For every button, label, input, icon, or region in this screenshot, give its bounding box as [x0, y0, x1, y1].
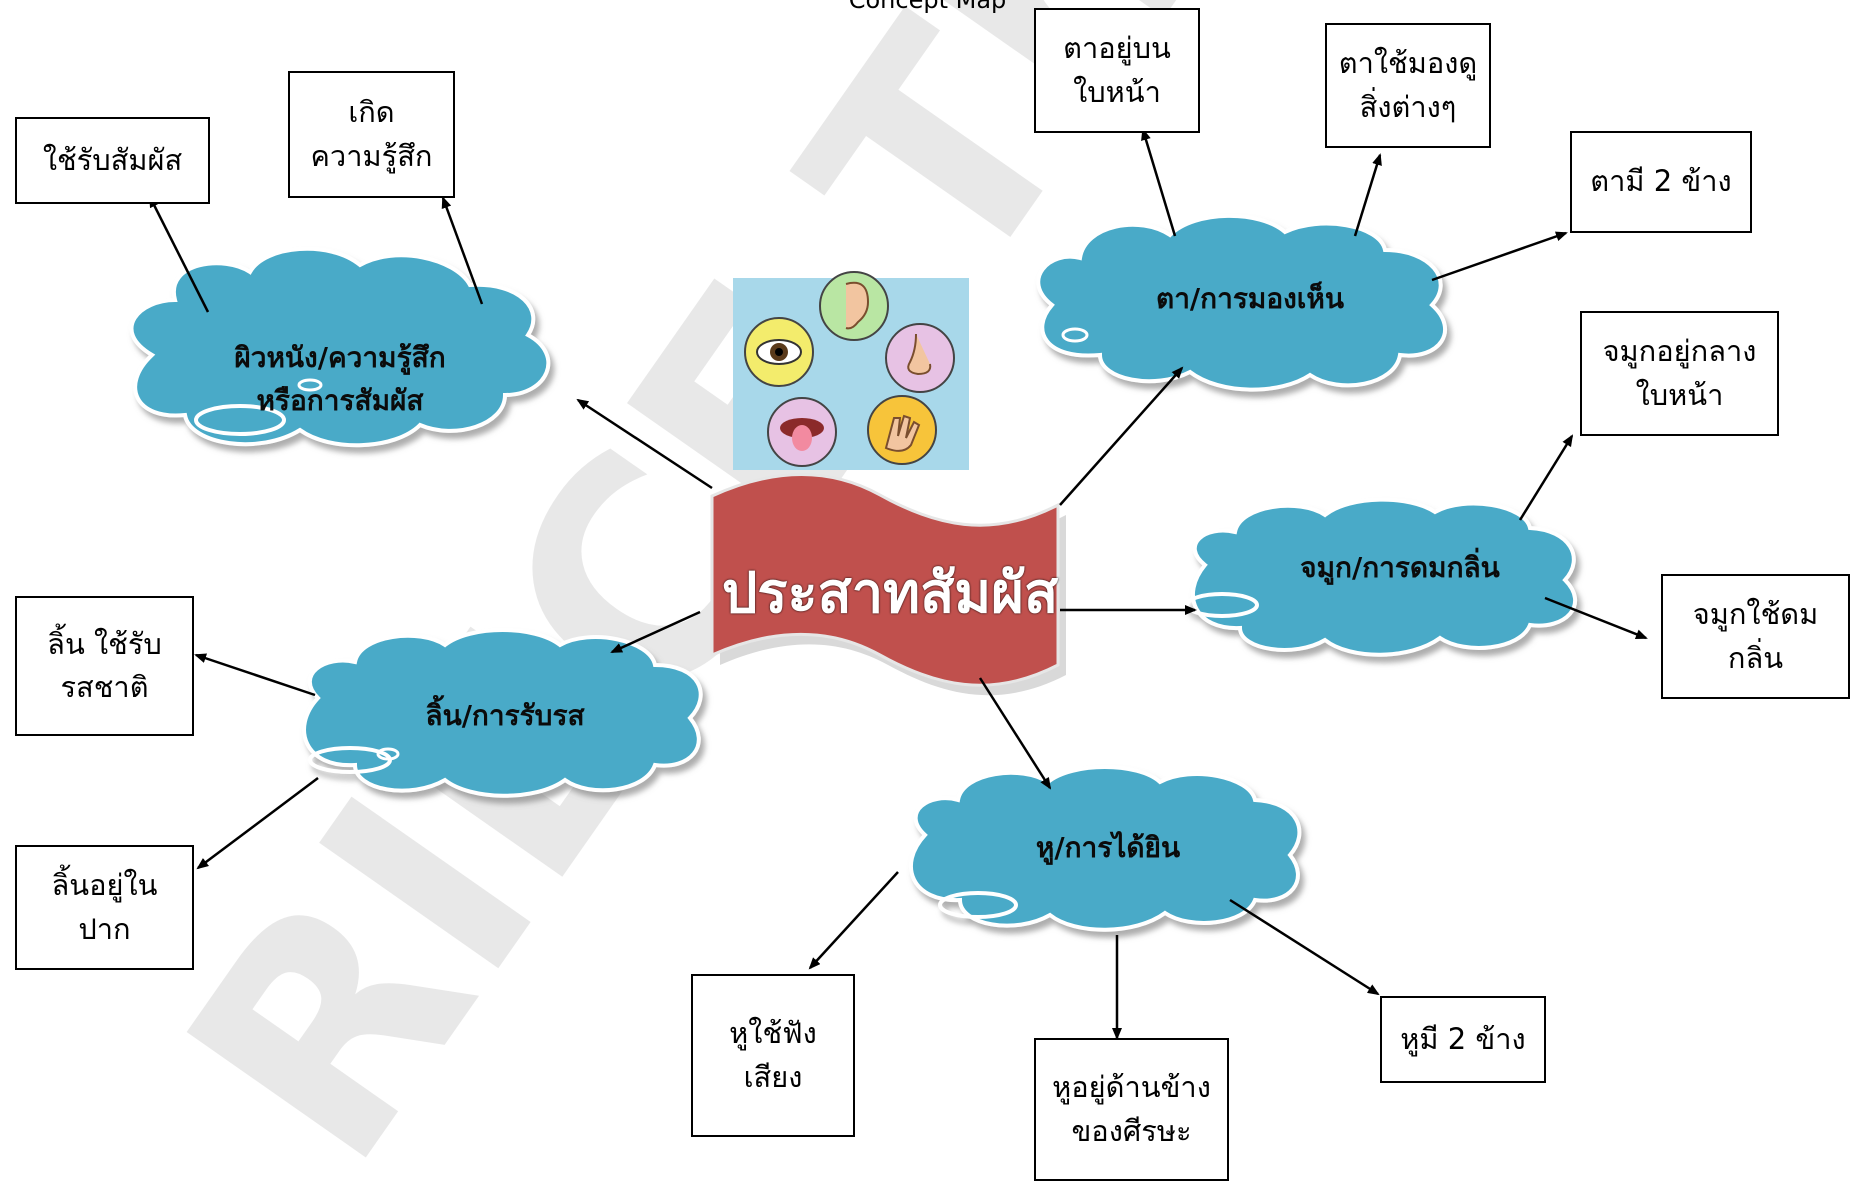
box-tongue-taste: ลิ้น ใช้รับ รสชาติ: [15, 596, 194, 736]
box-skin-use: ใช้รับสัมผัส: [15, 117, 210, 204]
box-ear-two: หูมี 2 ข้าง: [1380, 996, 1546, 1083]
eye-icon: [744, 317, 814, 387]
cloud-label-nose: จมูก/การดมกลิ่น: [1300, 551, 1500, 584]
box-nose-mid: จมูกอยู่กลาง ใบหน้า: [1580, 311, 1779, 436]
box-ear-side: หูอยู่ด้านข้าง ของศีรษะ: [1034, 1038, 1229, 1181]
center-topic: ประสาทสัมผัส: [721, 561, 1059, 626]
cloud-eye: [1036, 213, 1447, 392]
cloud-nose: [1185, 497, 1578, 657]
box-ear-listen: หูใช้ฟัง เสียง: [691, 974, 855, 1137]
box-skin-feel: เกิด ความรู้สึก: [288, 71, 455, 198]
connectors: [148, 128, 1648, 1040]
cloud-label-ear: หู/การได้ยิน: [1035, 831, 1181, 864]
tongue-icon: [767, 397, 837, 467]
cloud-label-tongue: ลิ้น/การรับรส: [425, 699, 585, 732]
diagram-title: Concept Map: [848, 0, 1007, 14]
senses-image: [733, 271, 969, 470]
cloud-label-skin: ผิวหนัง/ความรู้สึก หรือการสัมผัส: [234, 341, 446, 418]
center-banner: [710, 473, 1066, 696]
box-nose-smell: จมูกใช้ดม กลิ่น: [1661, 574, 1850, 699]
ear-icon: [819, 271, 889, 341]
box-eye-two: ตามี 2 ข้าง: [1570, 131, 1752, 233]
box-eye-see: ตาใช้มองดู สิ่งต่างๆ: [1325, 23, 1491, 148]
cloud-tongue: [302, 628, 703, 798]
cloud-label-eye: ตา/การมองเห็น: [1156, 282, 1344, 315]
box-tongue-mouth: ลิ้นอยู่ใน ปาก: [15, 845, 194, 970]
cloud-ear: [908, 765, 1302, 932]
hand-icon: [867, 395, 937, 465]
cloud-skin: [129, 246, 551, 448]
nose-icon: [885, 323, 955, 393]
box-eye-face: ตาอยู่บน ใบหน้า: [1034, 8, 1200, 133]
